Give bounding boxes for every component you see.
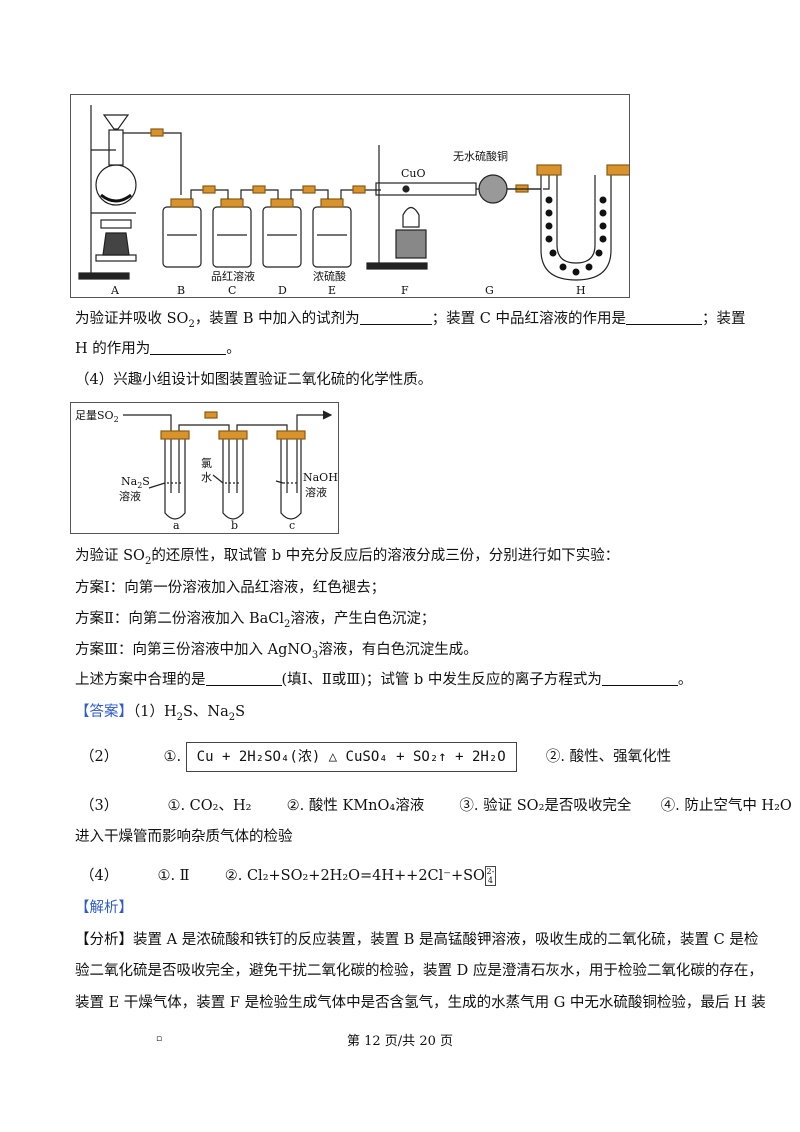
label-conc-h2so4: 浓硫酸 — [313, 269, 346, 283]
apparatus-letter-g: G — [485, 284, 494, 297]
so2-test-diagram: 足量SO2 Na2S 溶液 氯 水 NaOH 溶液 a b c — [75, 409, 338, 532]
page-number: 第 12 页/共 20 页 — [347, 1034, 453, 1049]
answer-tag: 【答案】 — [75, 704, 133, 720]
tube-letter-a: a — [173, 519, 180, 532]
label-naoh: NaOH — [303, 471, 338, 484]
label-chlorine-1: 氯 — [201, 456, 212, 470]
footer-mark: ▫ — [156, 1034, 163, 1044]
answer-blank[interactable] — [601, 670, 678, 686]
apparatus-letter-d: D — [278, 284, 287, 297]
apparatus-letter-a: A — [110, 284, 120, 297]
q4-title: （4）兴趣小组设计如图装置验证二氧化硫的化学性质。 — [75, 372, 433, 388]
tube-letter-b: b — [231, 519, 238, 532]
q4-intro: 为验证 SO2的还原性，取试管 b 中充分反应后的溶液分成三份，分别进行如下实验… — [75, 548, 620, 567]
answer-blank[interactable] — [359, 309, 432, 325]
label-anhydrous-cuso4: 无水硫酸铜 — [453, 149, 508, 163]
analysis-tag: 【解析】 — [75, 900, 133, 916]
apparatus-letter-b: B — [177, 284, 185, 297]
apparatus-letter-h: H — [576, 284, 586, 297]
q4-plan-3: 方案Ⅲ：向第三份溶液中加入 AgNO3溶液，有白色沉淀生成。 — [75, 642, 478, 661]
q4-plan-2: 方案Ⅱ：向第二份溶液加入 BaCl2溶液，产生白色沉淀； — [75, 611, 436, 630]
apparatus-letter-e: E — [328, 284, 336, 297]
answer-3-line-2: 进入干燥管而影响杂质气体的检验 — [75, 829, 293, 845]
apparatus-figure: CuO 无水硫酸铜 品红溶液 浓硫酸 A B C D E F G H — [70, 94, 630, 298]
analysis-p1: 【分析】装置 A 是浓硫酸和铁钉的反应装置，装置 B 是高锰酸钾溶液，吸收生成的… — [75, 932, 759, 948]
answer-blank[interactable] — [150, 339, 227, 355]
q4-question: 上述方案中合理的是(填Ⅰ、Ⅱ或Ⅲ)；试管 b 中发生反应的离子方程式为。 — [75, 670, 693, 688]
label-cuo: CuO — [401, 167, 426, 180]
apparatus-letter-c: C — [228, 284, 236, 297]
apparatus-diagram: CuO 无水硫酸铜 品红溶液 浓硫酸 A B C D E F G H — [78, 105, 629, 297]
answer-blank[interactable] — [626, 309, 702, 325]
q3-line-1: 为验证并吸收 SO2，装置 B 中加入的试剂为；装置 C 中品红溶液的作用是；装… — [75, 309, 746, 330]
label-naoh-solution: 溶液 — [305, 485, 327, 499]
apparatus-letter-f: F — [401, 284, 409, 297]
q4-plan-1: 方案Ⅰ：向第一份溶液加入品红溶液，红色褪去； — [75, 580, 386, 596]
label-na2s-solution: 溶液 — [119, 489, 141, 503]
label-na2s: Na2S — [121, 475, 150, 490]
sulfate-charge-box: 2-4 — [484, 866, 496, 886]
tube-letter-c: c — [289, 519, 295, 532]
label-chlorine-2: 水 — [201, 471, 212, 484]
analysis-p3: 装置 E 干燥气体，装置 F 是检验生成气体中是否含氢气，生成的水蒸气用 G 中… — [75, 995, 766, 1011]
label-pinhong: 品红溶液 — [211, 269, 255, 283]
answer-1: 【答案】（1）H2S、Na2S — [75, 704, 246, 723]
label-excess-so2: 足量SO2 — [75, 409, 119, 424]
answer-blank[interactable] — [205, 670, 282, 686]
answer-2: （2） ①. Cu + 2H₂SO₄(浓) △ CuSO₄ + SO₂↑ + 2… — [80, 742, 671, 772]
answer-3: （3） ①. CO₂、H₂ ②. 酸性 KMnO₄溶液 ③. 验证 SO₂是否吸… — [80, 798, 792, 814]
reaction-formula: Cu + 2H₂SO₄(浓) △ CuSO₄ + SO₂↑ + 2H₂O — [185, 742, 517, 772]
analysis-p2: 验二氧化硫是否吸收完全，避免干扰二氧化碳的检验，装置 D 应是澄清石灰水，用于检… — [75, 963, 763, 979]
so2-test-figure: 足量SO2 Na2S 溶液 氯 水 NaOH 溶液 a b c — [70, 402, 339, 534]
q3-line-2: H 的作用为。 — [75, 339, 241, 357]
